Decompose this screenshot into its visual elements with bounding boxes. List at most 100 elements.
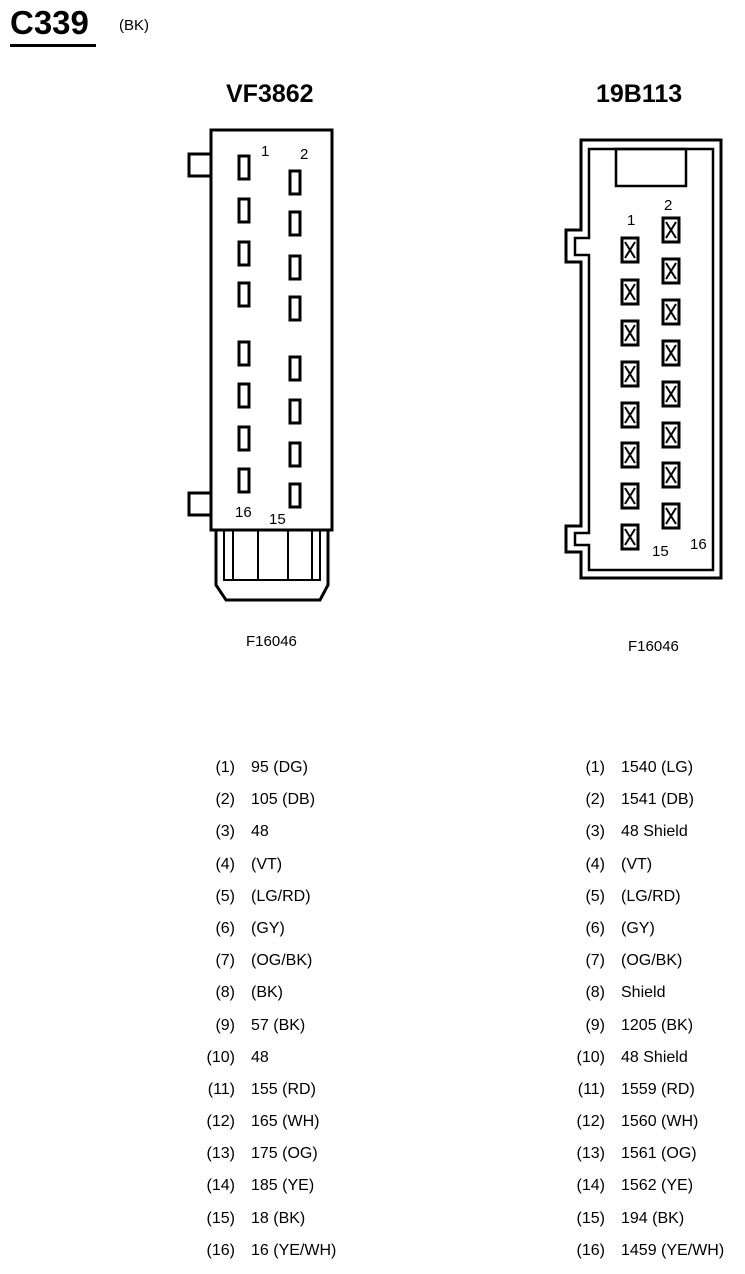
pin-row: (1) 1540 (LG) (553, 759, 743, 791)
pin-number: (14) (206, 1177, 235, 1195)
pin-circuit: 1560 (WH) (621, 1113, 699, 1131)
right-cavity-odd (620, 401, 640, 429)
pin-number: (4) (585, 855, 605, 873)
pin-number: (10) (206, 1048, 235, 1066)
left-cavity-odd (288, 295, 302, 322)
pin-row: (6)(GY) (183, 920, 383, 952)
left-cavity-even (237, 425, 251, 452)
pin-circuit: Shield (621, 984, 666, 1002)
pin-number: (1) (585, 759, 605, 776)
pin-number: (15) (206, 1209, 235, 1227)
pin-circuit: (LG/RD) (621, 887, 681, 905)
left-cavity-even (237, 197, 251, 224)
pin-number: (5) (585, 887, 605, 905)
pin-number: (11) (207, 1080, 235, 1098)
right-cavity-odd (620, 278, 640, 306)
pin-circuit: (VT) (251, 855, 283, 873)
pin-number: (16) (206, 1241, 235, 1259)
right-cavity-even (661, 421, 681, 449)
pin-row: (7) (OG/BK) (183, 952, 383, 984)
pin-row: (4)(VT) (183, 856, 383, 888)
pin-number: (3) (585, 823, 605, 841)
left-cavity-odd (288, 355, 302, 382)
pin-circuit: (OG/BK) (251, 952, 313, 970)
pin-circuit: 1561 (OG) (621, 1145, 697, 1163)
pin-circuit: 48 Shield (621, 1048, 688, 1066)
pin-circuit: 105 (DB) (251, 791, 316, 809)
left-cavity-label-1: 2 (300, 146, 308, 163)
left-connector-housing (187, 128, 334, 602)
pin-number: (11) (577, 1080, 605, 1098)
right-cavity-odd (620, 236, 640, 264)
pin-number: (7) (585, 952, 605, 970)
pin-number: (12) (206, 1113, 235, 1131)
pin-circuit: 16 (YE/WH) (251, 1241, 337, 1259)
pin-row: (11) 155 (RD) (183, 1081, 383, 1113)
pin-row: (5) (LG/RD) (183, 888, 383, 920)
pin-row: (4) (VT) (553, 856, 743, 888)
pin-row: (13)175 (OG) (183, 1145, 383, 1177)
pin-row: (16) 16 (YE/WH) (183, 1242, 383, 1274)
pin-row: (8)(BK) (183, 984, 383, 1016)
right-connector-housing (564, 138, 723, 580)
pin-circuit: 155 (RD) (251, 1080, 316, 1098)
right-cavity-even (661, 502, 681, 530)
left-figure-label: F16046 (246, 633, 297, 650)
pin-number: (14) (576, 1177, 605, 1195)
pin-row: (12) 165 (WH) (183, 1113, 383, 1145)
pin-number: (9) (585, 1016, 605, 1034)
pin-circuit: 1559 (RD) (621, 1080, 695, 1098)
left-cavity-odd (288, 398, 302, 425)
left-cavity-even (237, 240, 251, 267)
pin-circuit: 95 (DG) (251, 759, 308, 776)
right-cavities (620, 216, 681, 551)
right-cavity-odd (620, 319, 640, 347)
pin-circuit: (GY) (251, 919, 285, 937)
left-cavity-odd (288, 254, 302, 281)
pin-number: (16) (576, 1241, 605, 1259)
pin-row: (10)48 Shield (553, 1049, 743, 1081)
pin-row: (15)194 (BK) (553, 1210, 743, 1242)
right-cavity-even (661, 339, 681, 367)
pin-row: (9)57 (BK) (183, 1017, 383, 1049)
pin-row: (2) 105 (DB) (183, 791, 383, 823)
pin-number: (2) (585, 791, 605, 809)
pin-circuit: (VT) (621, 855, 653, 873)
title-underline (10, 44, 96, 47)
left-cavity-even (237, 281, 251, 308)
pin-row: (15) 18 (BK) (183, 1210, 383, 1242)
connector-color: (BK) (119, 17, 149, 34)
pin-number: (7) (215, 952, 235, 970)
left-cavity-even (237, 467, 251, 494)
left-cavity-label-16: 16 (235, 504, 252, 521)
left-cavity-label-2: 1 (261, 143, 269, 160)
pin-row: (2) 1541 (DB) (553, 791, 743, 823)
pin-circuit: 165 (WH) (251, 1113, 320, 1131)
left-pin-table: (1) 95 (DG) (2) 105 (DB) (3)48(4)(VT)(5) (LG/… (183, 759, 383, 1274)
pin-number: (2) (215, 791, 235, 809)
pin-number: (1) (215, 759, 235, 776)
right-cavity-label-2: 2 (664, 197, 672, 214)
right-cavity-label-1: 1 (627, 212, 635, 229)
left-cavities (237, 154, 302, 509)
pin-circuit: (LG/RD) (251, 887, 311, 905)
pin-row: (3)48 (183, 823, 383, 855)
pin-circuit: 1540 (LG) (621, 759, 694, 776)
pin-number: (5) (215, 887, 235, 905)
left-cavity-odd (288, 441, 302, 468)
pin-circuit: 1541 (DB) (621, 791, 694, 809)
left-cavity-odd (288, 169, 302, 196)
left-cavity-label-15: 15 (269, 511, 286, 528)
right-pin-table: (1)1540 (LG)(2)1541 (DB)(3)48 Shield(4)(… (553, 759, 743, 1274)
pin-circuit: 57 (BK) (251, 1016, 306, 1034)
left-connector-title: VF3862 (226, 80, 314, 108)
pin-circuit: 175 (OG) (251, 1145, 318, 1163)
pin-circuit: 48 (251, 1048, 269, 1066)
pin-circuit: 18 (BK) (251, 1209, 306, 1227)
right-cavity-odd (620, 523, 640, 551)
left-cavity-even (237, 340, 251, 367)
right-cavity-label-16: 16 (690, 536, 707, 553)
pin-circuit: 1562 (YE) (621, 1177, 694, 1195)
right-figure-label: F16046 (628, 638, 679, 655)
pin-row: (16)1459 (YE/WH) (553, 1242, 743, 1274)
